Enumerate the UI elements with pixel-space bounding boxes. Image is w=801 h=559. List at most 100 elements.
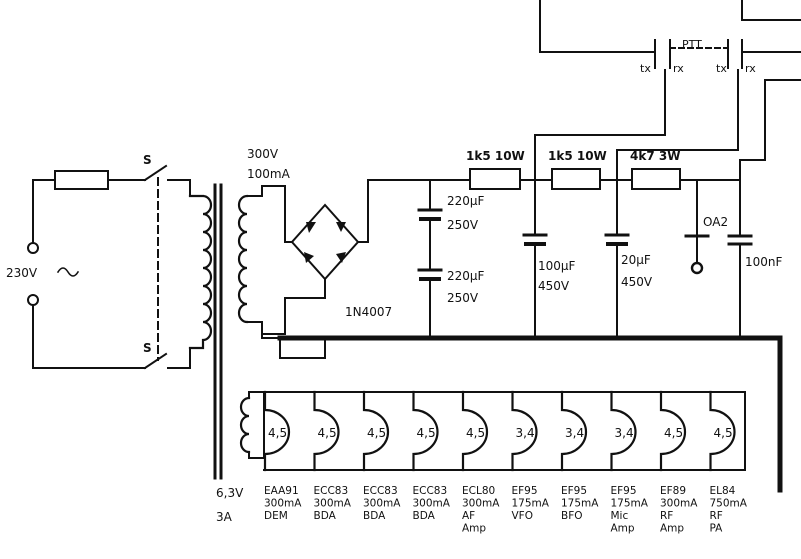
tube-name-label: EF89 (660, 485, 686, 497)
cap-1-voltage: 250V (447, 218, 479, 232)
cap-3-plate-bottom (524, 242, 546, 246)
tube-current-label: 300mA (413, 498, 451, 510)
cap-1-plate-bottom (419, 217, 441, 221)
heater-filament-icon (362, 390, 390, 472)
tube-pins-label: 4,5 (466, 426, 485, 440)
tube-function-label: BDA (314, 510, 337, 522)
tube-pins-label: 4,5 (367, 426, 386, 440)
ptt-feed-3 (739, 79, 801, 181)
primary-coil (188, 194, 213, 350)
ptt-tx2-label: tx (716, 62, 727, 75)
ptt-tx1-label: tx (640, 62, 651, 75)
heater-secondary-leads (248, 391, 265, 459)
tube-current-label: 300mA (314, 498, 352, 510)
mains-switch: S S (143, 153, 191, 370)
tube-pins-label: 4,5 (417, 426, 436, 440)
rectifier-ground-link (279, 337, 326, 359)
tube-pins-label: 4,5 (318, 426, 337, 440)
tube-current-label: 175mA (512, 498, 550, 510)
diode-3-icon (304, 252, 314, 263)
heater-filament-icon (659, 390, 687, 472)
ac-symbol-icon (56, 267, 80, 277)
oa2-terminal-icon (690, 261, 704, 275)
tube-function-label: Amp (611, 523, 635, 535)
tube-function-label: RF (710, 510, 723, 522)
resistor-3 (631, 168, 681, 190)
cap-4-plate-bottom (606, 242, 628, 246)
tube-function-label: AF (462, 510, 475, 522)
tube-function-label: Amp (462, 523, 486, 535)
hv-voltage-label: 300V (247, 147, 279, 161)
mains-wire-top (32, 179, 56, 244)
ptt-label: PTT (682, 38, 702, 51)
tube-function-label: Amp (660, 523, 684, 535)
switch-blade-bottom (143, 352, 168, 370)
tube-current-label: 300mA (264, 498, 302, 510)
mains-voltage-label: 230V (6, 266, 38, 280)
tube-name-label: EL84 (710, 485, 736, 497)
tube-pins-label: 4,5 (268, 426, 287, 440)
cap-4-value: 20µF (621, 253, 651, 267)
resistor-2 (551, 168, 601, 190)
hv-filter: 1k5 10W 1k5 10W 4k7 3W 220µF 250V 220µF … (417, 69, 801, 339)
ptt-rx2-label: rx (745, 62, 756, 75)
tube-current-label: 750mA (710, 498, 748, 510)
switch-blade-top (143, 164, 168, 182)
tube-name-label: ECC83 (314, 485, 349, 497)
hv-secondary-top-lead (246, 185, 286, 203)
heater-filament-icon (313, 390, 340, 472)
ptt-wire-right (741, 0, 801, 21)
heater-filament-icon (610, 390, 637, 472)
bridge-ac-in-2 (284, 278, 326, 299)
rectifier-label: 1N4007 (345, 305, 392, 319)
heater-secondary-coil (239, 396, 251, 454)
diode-2-icon (336, 222, 346, 232)
ground-link (261, 333, 281, 339)
tube-function-label: PA (710, 523, 724, 535)
regulator-label: OA2 (703, 215, 728, 229)
tube-current-label: 300mA (462, 498, 500, 510)
mains-wire-bottom (32, 304, 146, 369)
mains-input: 230V (6, 179, 146, 369)
heater-filament-icon (461, 390, 489, 472)
tube-name-label: EAA91 (264, 485, 299, 497)
switch-label-top: S (143, 153, 152, 167)
ground-bus (277, 335, 783, 493)
cap-3-voltage: 450V (538, 279, 570, 293)
cap-2-plate-bottom (419, 277, 441, 281)
heater-current-label: 3A (216, 510, 233, 524)
resistor-3-label: 4k7 3W (630, 149, 680, 163)
heater-voltage-label: 6,3V (216, 486, 244, 500)
primary-wire-top (167, 179, 191, 197)
cap-4-voltage: 450V (621, 275, 653, 289)
tube-function-label: RF (660, 510, 673, 522)
resistor-1-label: 1k5 10W (466, 149, 525, 163)
mains-terminal-top (27, 242, 39, 254)
hv-secondary-bottom-lead (246, 297, 286, 335)
ptt-wire-left (539, 0, 656, 53)
switch-label-bottom: S (143, 341, 152, 355)
cap-2-value: 220µF (447, 269, 485, 283)
mains-terminal-bottom (27, 294, 39, 306)
bridge-dc-out (357, 179, 471, 243)
bridge-rectifier: 1N4007 (284, 179, 471, 319)
ptt-feed-2 (616, 69, 739, 181)
cap-2-voltage: 250V (447, 291, 479, 305)
cap-3-value: 100µF (538, 259, 576, 273)
resistor-2-label: 1k5 10W (548, 149, 607, 163)
tube-function-label: VFO (512, 510, 534, 522)
heater-filament-icon (560, 390, 588, 472)
tube-pins-label: 3,4 (615, 426, 634, 440)
tube-current-label: 300mA (660, 498, 698, 510)
tube-pins-label: 4,5 (664, 426, 683, 440)
hv-current-label: 100mA (247, 167, 291, 181)
ptt-switch[interactable]: PTT tx rx tx rx (539, 0, 801, 75)
